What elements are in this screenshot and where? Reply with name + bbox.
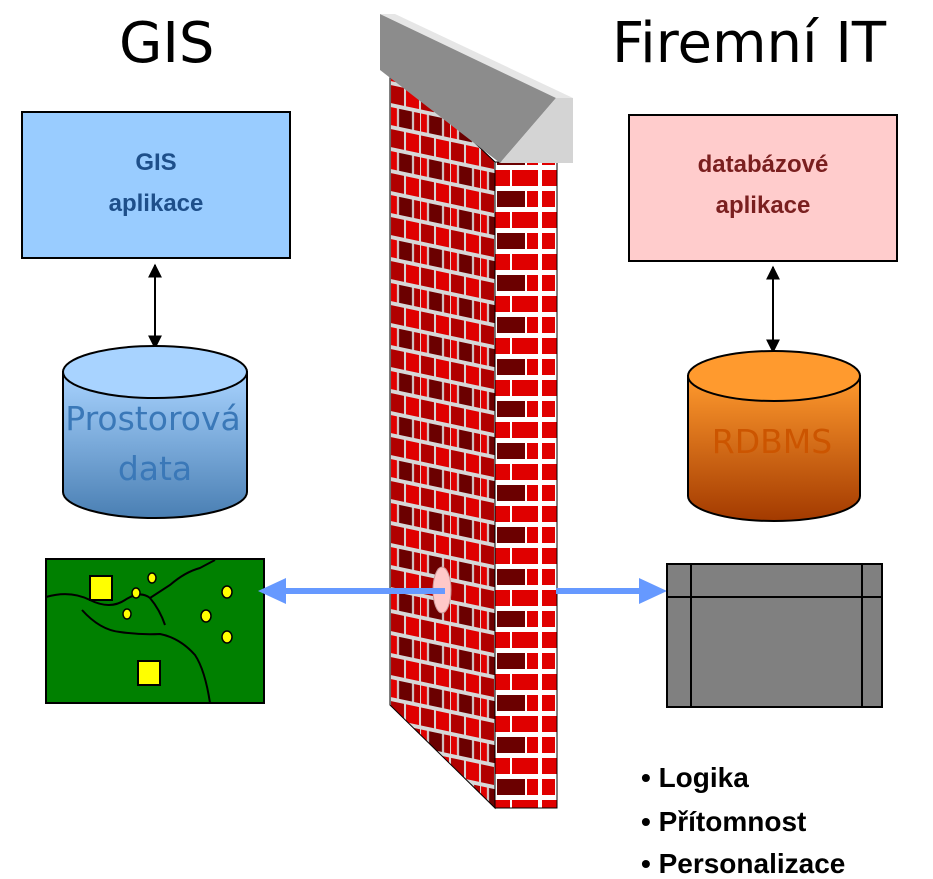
form-window-icon	[666, 563, 883, 708]
database-application-box: databázové aplikace	[628, 114, 898, 262]
corporate-it-title: Firemní IT	[612, 11, 887, 76]
db-app-label-line2: aplikace	[716, 192, 811, 219]
rdbms-cylinder: RDBMS	[687, 350, 861, 522]
bullet-item: • Přítomnost	[641, 806, 806, 837]
db-app-label-line1: databázové	[698, 151, 829, 178]
gis-app-label-line1: GIS	[135, 149, 176, 176]
spatial-data-cylinder: Prostorová data	[62, 345, 248, 519]
rdbms-label: RDBMS	[712, 422, 832, 461]
gis-title: GIS	[119, 11, 214, 76]
pass-through-connector	[258, 578, 667, 604]
spatial-data-label-line2: data	[118, 449, 192, 488]
bullet-item: • Logika	[641, 762, 749, 793]
bullet-item: • Personalizace	[641, 848, 845, 879]
spatial-data-label-line1: Prostorová	[65, 399, 240, 438]
brick-wall-icon	[380, 14, 573, 810]
gis-application-box: GIS aplikace	[21, 111, 291, 259]
gis-app-label-line2: aplikace	[109, 190, 204, 217]
feature-list: • Logika • Přítomnost • Personalizace	[641, 762, 845, 879]
map-icon	[45, 558, 265, 704]
